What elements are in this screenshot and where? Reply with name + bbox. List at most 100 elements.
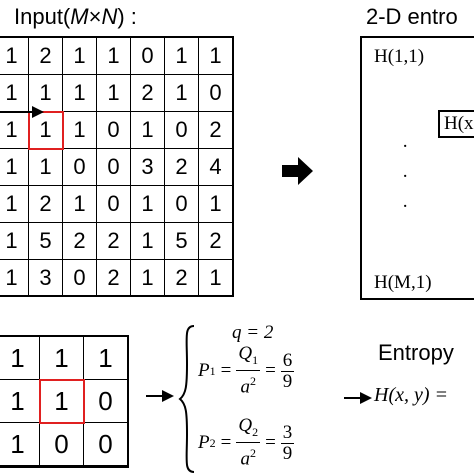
matrix-cell: 1	[199, 186, 233, 223]
entropy-title: 2-D entro	[366, 4, 458, 29]
matrix-cell: 0	[199, 75, 233, 112]
window-cell: 0	[40, 423, 84, 466]
window-cell: 0	[84, 380, 128, 423]
matrix-cell: 4	[199, 149, 233, 186]
current-pixel-highlight	[28, 111, 64, 150]
matrix-cell: 1	[0, 186, 29, 223]
matrix-cell: 0	[97, 149, 131, 186]
matrix-cell: 0	[97, 112, 131, 149]
p1-value-den: 9	[282, 370, 293, 392]
matrix-cell: 1	[131, 260, 165, 297]
transform-arrow-icon	[282, 157, 313, 185]
window-cell: 1	[0, 423, 40, 466]
matrix-cell: 0	[63, 260, 97, 297]
matrix-cell: 3	[29, 260, 63, 297]
matrix-cell: 1	[165, 75, 199, 112]
p2-eq-1: =	[220, 432, 232, 453]
p1-label: P	[198, 360, 210, 381]
matrix-cell: 1	[63, 186, 97, 223]
entropy-current-cell: H(x	[438, 110, 474, 138]
entropy-last: H(M,1)	[374, 272, 432, 293]
p1-den: a	[240, 376, 250, 398]
matrix-cell: 2	[97, 223, 131, 260]
p2-eq-2: =	[265, 432, 276, 453]
p1-q: Q	[238, 343, 253, 365]
matrix-cell: 0	[165, 186, 199, 223]
matrix-cell: 1	[0, 260, 29, 297]
matrix-cell: 1	[0, 223, 29, 260]
window-cell: 1	[0, 337, 40, 380]
input-title-m: M	[70, 4, 89, 29]
matrix-cell: 1	[165, 38, 199, 75]
result-arrow-icon	[344, 392, 372, 404]
matrix-cell: 1	[0, 38, 29, 75]
entropy-dot-3: ·	[402, 196, 409, 217]
matrix-cell: 2	[165, 260, 199, 297]
p1-sub: 1	[209, 363, 216, 378]
input-title-times: ×	[88, 4, 102, 29]
input-title-prefix: Input(	[14, 4, 71, 29]
matrix-cell: 5	[165, 223, 199, 260]
matrix-cell: 0	[63, 149, 97, 186]
matrix-cell: 5	[29, 223, 63, 260]
p2-sub: 2	[209, 435, 216, 450]
formula-q: q = 2	[232, 322, 273, 344]
matrix-cell: 1	[29, 149, 63, 186]
window-center-highlight	[39, 379, 85, 424]
matrix-cell: 2	[165, 149, 199, 186]
p1-value-num: 6	[280, 349, 295, 372]
matrix-cell: 2	[199, 112, 233, 149]
p2-label: P	[198, 432, 210, 453]
p2-fraction: Q2 a2	[236, 415, 261, 470]
matrix-cell: 1	[199, 38, 233, 75]
matrix-cell: 1	[63, 75, 97, 112]
p2-value-den: 9	[282, 442, 293, 464]
p2-value: 3 9	[280, 422, 295, 464]
p2-den-sup: 2	[249, 446, 256, 461]
matrix-cell: 2	[29, 38, 63, 75]
matrix-cell: 0	[165, 112, 199, 149]
window-cell: 1	[84, 337, 128, 380]
window-cell: 1	[0, 380, 40, 423]
matrix-cell: 1	[63, 38, 97, 75]
matrix-cell: 1	[131, 112, 165, 149]
matrix-cell: 0	[131, 38, 165, 75]
matrix-cell: 1	[131, 223, 165, 260]
p1-value: 6 9	[280, 349, 295, 392]
p1-fraction: Q1 a2	[236, 343, 261, 398]
window-arrow-icon	[146, 390, 174, 402]
p2-den: a	[240, 448, 250, 470]
matrix-cell: 1	[97, 75, 131, 112]
matrix-cell: 2	[29, 186, 63, 223]
matrix-cell: 1	[0, 149, 29, 186]
matrix-cell: 2	[199, 223, 233, 260]
matrix-cell: 2	[97, 260, 131, 297]
entropy-label: Entropy	[378, 340, 454, 365]
matrix-cell: 2	[131, 75, 165, 112]
input-title-suffix: ) :	[117, 4, 137, 29]
p1-eq-1: =	[220, 360, 232, 381]
matrix-cell: 3	[131, 149, 165, 186]
p1-q-sub: 1	[252, 353, 259, 368]
entropy-dot-2: ·	[402, 166, 409, 187]
matrix-cell: 1	[131, 186, 165, 223]
p2-q-sub: 2	[252, 425, 259, 440]
window-cell: 0	[84, 423, 128, 466]
entropy-matrix-box: H(1,1) H(x · · · H(M,1)	[360, 36, 474, 300]
p1-eq-2: =	[265, 360, 276, 381]
input-title-n: N	[101, 4, 118, 29]
p2-q: Q	[238, 415, 253, 437]
matrix-cell: 2	[63, 223, 97, 260]
formula-q-text: q = 2	[232, 322, 274, 343]
brace-icon	[178, 325, 195, 473]
input-title: Input(M×N) :	[14, 4, 137, 30]
entropy-result: H(x, y) =	[374, 384, 449, 406]
entropy-dot-1: ·	[402, 136, 409, 157]
window-cell: 1	[40, 337, 84, 380]
row-arrow-icon	[0, 106, 44, 118]
entropy-first: H(1,1)	[374, 46, 425, 67]
matrix-cell: 1	[97, 38, 131, 75]
